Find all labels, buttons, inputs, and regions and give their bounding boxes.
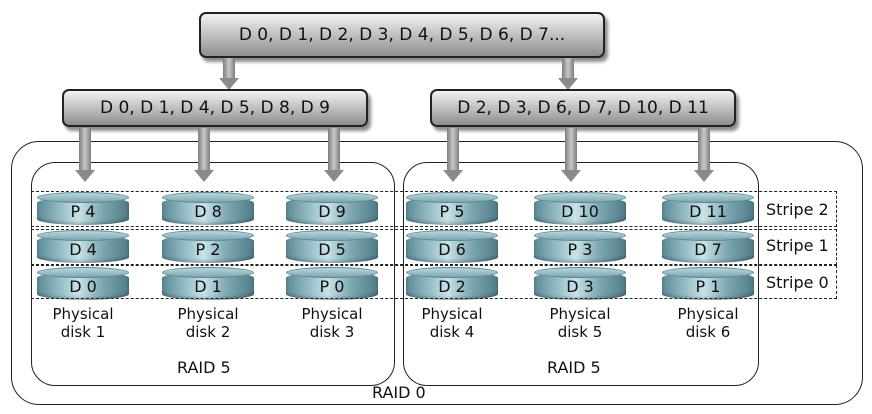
caption-line-2: disk 4 [429,323,475,341]
disk-5-caption: Physical disk 5 [525,305,635,341]
raid5-group-right [403,162,759,386]
raid0-label: RAID 0 [372,383,426,402]
block-label: D 11 [689,202,727,221]
block-label: P 2 [195,240,221,259]
block-label: D 4 [69,240,97,259]
arrow-to-disk-4 [443,128,463,184]
arrow-to-disk-6 [694,128,714,184]
disk-3-block-stripe-2: D 9 [286,192,378,226]
caption-line-2: disk 3 [309,323,355,341]
block-label: P 1 [695,277,721,296]
disk-6-block-stripe-0: P 1 [662,267,754,301]
raid5-left-label: RAID 5 [177,358,231,377]
disk-1-block-stripe-0: D 0 [37,267,129,301]
stripe-0-box [31,265,837,299]
arrow-to-disk-1 [75,128,95,184]
arrow-top-to-right [558,58,578,90]
block-label: P 5 [439,202,465,221]
caption-line-2: disk 2 [185,323,231,341]
disk-1-caption: Physical disk 1 [28,305,138,341]
disk-2-caption: Physical disk 2 [153,305,263,341]
caption-line-2: disk 6 [685,323,731,341]
left-data-bar: D 0, D 1, D 4, D 5, D 8, D 9 [62,89,368,127]
disk-3-block-stripe-0: P 0 [286,267,378,301]
block-label: P 0 [319,277,345,296]
caption-line-1: Physical [421,305,483,323]
block-label: P 3 [567,240,593,259]
block-label: D 10 [561,202,599,221]
arrow-to-disk-3 [324,128,344,184]
top-data-bar: D 0, D 1, D 2, D 3, D 4, D 5, D 6, D 7..… [199,12,605,58]
disk-5-block-stripe-0: D 3 [534,267,626,301]
arrow-to-disk-5 [561,128,581,184]
disk-4-block-stripe-2: P 5 [406,192,498,226]
raid5-right-label: RAID 5 [547,358,601,377]
disk-6-block-stripe-1: D 7 [662,230,754,264]
stripe-1-label: Stripe 1 [766,236,829,255]
block-label: D 6 [438,240,466,259]
disk-4-caption: Physical disk 4 [397,305,507,341]
block-label: D 5 [318,240,346,259]
disk-6-block-stripe-2: D 11 [662,192,754,226]
disk-2-block-stripe-1: P 2 [162,230,254,264]
arrow-top-to-left [219,58,239,90]
disk-2-block-stripe-0: D 1 [162,267,254,301]
block-label: D 7 [694,240,722,259]
stripe-2-label: Stripe 2 [766,200,829,219]
disk-4-block-stripe-1: D 6 [406,230,498,264]
disk-1-block-stripe-1: D 4 [37,230,129,264]
block-label: D 3 [566,277,594,296]
caption-line-2: disk 1 [60,323,106,341]
stripe-1-box [31,229,837,265]
caption-line-2: disk 5 [557,323,603,341]
block-label: D 2 [438,277,466,296]
disk-2-block-stripe-2: D 8 [162,192,254,226]
caption-line-1: Physical [177,305,239,323]
caption-line-1: Physical [52,305,114,323]
disk-4-block-stripe-0: D 2 [406,267,498,301]
stripe-0-label: Stripe 0 [766,273,829,292]
raid0-container [11,141,863,405]
block-label: P 4 [70,202,96,221]
caption-line-1: Physical [301,305,363,323]
disk-6-caption: Physical disk 6 [653,305,763,341]
block-label: D 1 [194,277,222,296]
arrow-to-disk-2 [194,128,214,184]
caption-line-1: Physical [677,305,739,323]
caption-line-1: Physical [549,305,611,323]
disk-3-block-stripe-1: D 5 [286,230,378,264]
disk-5-block-stripe-2: D 10 [534,192,626,226]
disk-3-caption: Physical disk 3 [277,305,387,341]
right-data-bar: D 2, D 3, D 6, D 7, D 10, D 11 [430,89,736,127]
stripe-2-box [31,191,837,227]
disk-5-block-stripe-1: P 3 [534,230,626,264]
block-label: D 8 [194,202,222,221]
block-label: D 0 [69,277,97,296]
disk-1-block-stripe-2: P 4 [37,192,129,226]
block-label: D 9 [318,202,346,221]
